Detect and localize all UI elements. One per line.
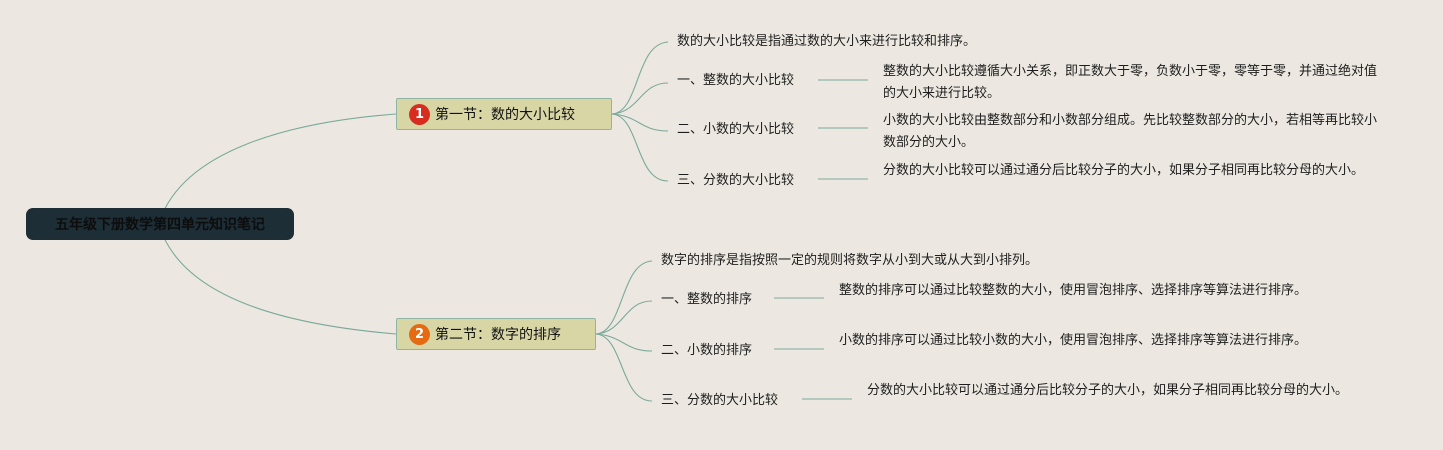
section-2-item-2-desc: 小数的排序可以通过比较小数的大小，使用冒泡排序、选择排序等算法进行排序。 <box>839 333 1308 348</box>
section-2-item-1-desc: 整数的排序可以通过比较整数的大小，使用冒泡排序、选择排序等算法进行排序。 <box>839 283 1308 298</box>
link-s1-item-2 <box>611 113 669 132</box>
link-s1-intro <box>611 41 669 115</box>
section-2-item-2-label[interactable]: 二、小数的排序 <box>661 343 753 358</box>
link-s1-item-3 <box>611 113 669 182</box>
section-1-item-1-desc: 整数的大小比较遵循大小关系，即正数大于零，负数小于零，零等于零，并通过绝对值的大… <box>883 64 1378 101</box>
section-2-intro: 数字的排序是指按照一定的规则将数字从小到大或从大到小排列。 <box>661 253 1039 268</box>
link-s2-item-2 <box>595 333 653 352</box>
section-2-item-3-desc: 分数的大小比较可以通过通分后比较分子的大小，如果分子相同再比较分母的大小。 <box>867 383 1349 398</box>
link-s2-item-3 <box>595 333 653 402</box>
section-2-item-3-label[interactable]: 三、分数的大小比较 <box>661 393 779 408</box>
section-1-node[interactable]: 1 第一节：数的大小比较 <box>396 98 612 130</box>
link-s2-item-1 <box>595 300 653 335</box>
section-1-item-2-desc: 小数的大小比较由整数部分和小数部分组成。先比较整数部分的大小，若相等再比较小数部… <box>883 113 1378 150</box>
link-root-section-2 <box>159 227 397 335</box>
section-1-item-2-label[interactable]: 二、小数的大小比较 <box>677 122 795 137</box>
section-1-intro: 数的大小比较是指通过数的大小来进行比较和排序。 <box>677 34 977 49</box>
section-1-item-3-desc: 分数的大小比较可以通过通分后比较分子的大小，如果分子相同再比较分母的大小。 <box>883 163 1365 178</box>
section-1-title: 第一节：数的大小比较 <box>435 107 575 123</box>
section-1-item-3-label[interactable]: 三、分数的大小比较 <box>677 173 795 188</box>
section-2-node[interactable]: 2 第二节：数字的排序 <box>396 318 596 350</box>
section-2-item-1-label[interactable]: 一、整数的排序 <box>661 292 753 307</box>
link-s2-intro <box>595 260 653 335</box>
section-1-number-badge: 1 <box>409 103 430 125</box>
root-label: 五年级下册数学第四单元知识笔记 <box>55 217 265 233</box>
root-node[interactable]: 五年级下册数学第四单元知识笔记 <box>26 208 294 240</box>
link-root-section-1 <box>159 113 397 221</box>
section-1-item-1-label[interactable]: 一、整数的大小比较 <box>677 73 795 88</box>
section-2-title: 第二节：数字的排序 <box>435 327 561 343</box>
link-s1-item-1 <box>611 82 669 115</box>
section-2-number-badge: 2 <box>409 323 430 345</box>
